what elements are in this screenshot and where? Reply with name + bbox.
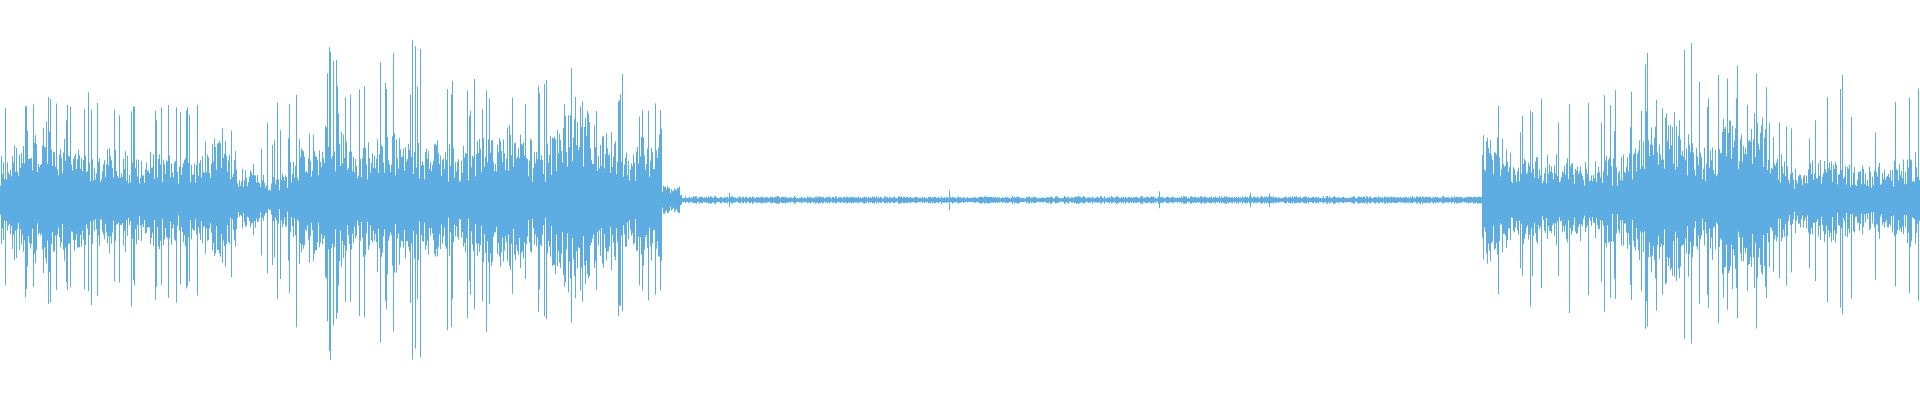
waveform-bars (0, 39, 1920, 361)
